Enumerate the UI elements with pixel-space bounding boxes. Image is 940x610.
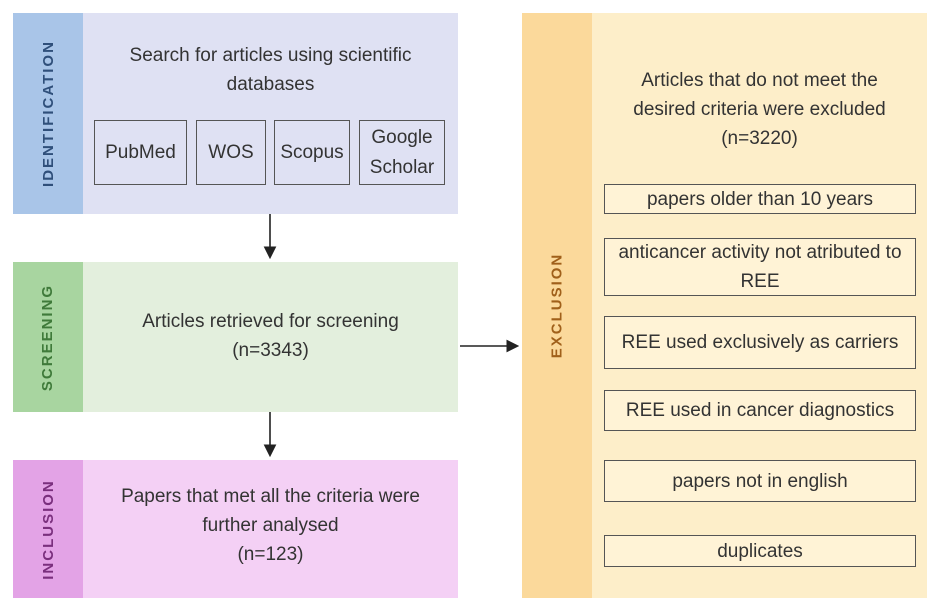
- exclusion-tab: EXCLUSION: [522, 13, 592, 598]
- exclusion-criterion-duplicates: duplicates: [604, 535, 916, 567]
- identification-text-line1: Search for articles using scientific: [129, 45, 412, 66]
- inclusion-text-line1: Papers that met all the criteria were: [121, 486, 420, 507]
- database-scopus: Scopus: [274, 120, 350, 185]
- identification-panel: Search for articles using scientific dat…: [83, 13, 458, 214]
- inclusion-label: INCLUSION: [39, 478, 57, 580]
- exclusion-criterion-diagnostics: REE used in cancer diagnostics: [604, 390, 916, 431]
- inclusion-tab: INCLUSION: [13, 460, 83, 598]
- identification-label: IDENTIFICATION: [39, 40, 57, 187]
- screening-label: SCREENING: [39, 283, 57, 391]
- inclusion-text-line2: further analysed: [202, 515, 339, 536]
- exclusion-panel: Articles that do not meet the desired cr…: [592, 13, 927, 598]
- identification-text-line2: databases: [226, 74, 315, 95]
- screening-tab: SCREENING: [13, 262, 83, 412]
- exclusion-criterion-older-papers: papers older than 10 years: [604, 184, 916, 214]
- database-pubmed: PubMed: [94, 120, 187, 185]
- screening-text: Articles retrieved for screening: [142, 311, 399, 332]
- exclusion-criterion-carriers: REE used exclusively as carriers: [604, 316, 916, 369]
- exclusion-criterion-not-attributed: anticancer activity not atributed to REE: [604, 238, 916, 296]
- screening-count: (n=3343): [232, 340, 309, 361]
- inclusion-count: (n=123): [237, 544, 304, 565]
- database-google-scholar: Google Scholar: [359, 120, 445, 185]
- screening-panel: Articles retrieved for screening (n=3343…: [83, 262, 458, 412]
- database-wos: WOS: [196, 120, 266, 185]
- exclusion-label: EXCLUSION: [548, 252, 566, 359]
- identification-tab: IDENTIFICATION: [13, 13, 83, 214]
- exclusion-criterion-not-english: papers not in english: [604, 460, 916, 502]
- exclusion-count: (n=3220): [721, 128, 798, 149]
- inclusion-panel: Papers that met all the criteria were fu…: [83, 460, 458, 598]
- exclusion-text-line2: desired criteria were excluded: [633, 99, 886, 120]
- exclusion-text-line1: Articles that do not meet the: [641, 70, 878, 91]
